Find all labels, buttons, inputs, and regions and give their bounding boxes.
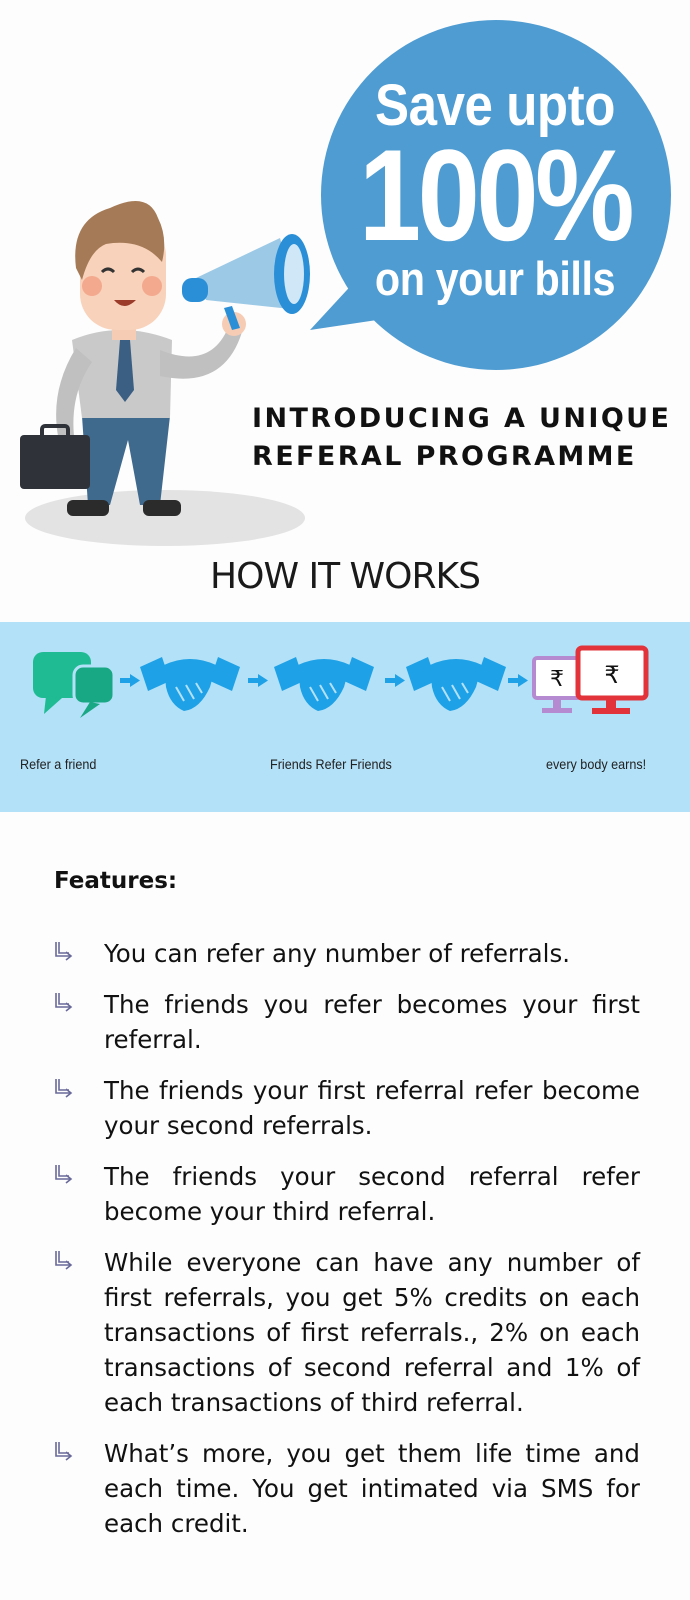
- hand-drawn-arrow-icon: [55, 1442, 73, 1461]
- step-label-refer: Refer a friend: [20, 756, 97, 772]
- feature-text: You can refer any number of referrals.: [104, 939, 571, 968]
- bubble-line-bills: on your bills: [374, 252, 616, 305]
- how-it-works-title: HOW IT WORKS: [210, 556, 481, 597]
- feature-item: The friends you refer becomes your first…: [0, 987, 690, 1057]
- step-label-earns: every body earns!: [546, 756, 647, 772]
- hand-drawn-arrow-icon: [55, 1079, 73, 1098]
- features-list: You can refer any number of referrals. T…: [0, 936, 690, 1557]
- feature-item: While everyone can have any number of fi…: [0, 1245, 690, 1420]
- features-title: Features:: [54, 868, 178, 894]
- process-diagram: ₹ ₹: [33, 645, 649, 718]
- rupee-symbol-small: ₹: [550, 667, 564, 692]
- hand-drawn-arrow-icon: [55, 1165, 73, 1184]
- hand-drawn-arrow-icon: [55, 942, 73, 961]
- feature-item: What’s more, you get them life time and …: [0, 1436, 690, 1541]
- feature-text: The friends your first referral refer be…: [104, 1076, 640, 1140]
- speech-bubble: [310, 20, 671, 370]
- arrow-icon: [120, 674, 140, 687]
- arrow-icon: [248, 674, 268, 687]
- feature-item: The friends your second referral refer b…: [0, 1159, 690, 1229]
- hero-section: Save upto 100% on your bills: [0, 0, 690, 560]
- intro-heading: INTRODUCING A UNIQUE REFERAL PROGRAMME: [252, 400, 672, 476]
- feature-item: You can refer any number of referrals.: [0, 936, 690, 971]
- hand-drawn-arrow-icon: [55, 1251, 73, 1270]
- feature-text: While everyone can have any number of fi…: [104, 1248, 640, 1417]
- feature-text: What’s more, you get them life time and …: [104, 1439, 640, 1538]
- intro-line-1: INTRODUCING A UNIQUE: [252, 403, 672, 434]
- how-it-works-band: ₹ ₹ Refer a friend Friends Refer Friends…: [0, 622, 690, 812]
- monitors-rupee-icon: [532, 645, 649, 714]
- businessman-megaphone-illustration: [20, 200, 310, 546]
- handshake-icon: [406, 657, 506, 711]
- step-label-friends: Friends Refer Friends: [270, 756, 392, 772]
- bubble-line-percent: 100%: [358, 122, 635, 268]
- handshake-icon: [274, 657, 374, 711]
- bubble-headline: Save upto 100% on your bills: [330, 72, 660, 308]
- feature-item: The friends your first referral refer be…: [0, 1073, 690, 1143]
- handshake-icon: [140, 657, 240, 711]
- rupee-symbol-large: ₹: [604, 661, 619, 689]
- intro-line-2: REFERAL PROGRAMME: [252, 441, 637, 472]
- arrow-icon: [508, 674, 528, 687]
- feature-text: The friends your second referral refer b…: [104, 1162, 640, 1226]
- feature-text: The friends you refer becomes your first…: [104, 990, 640, 1054]
- hand-drawn-arrow-icon: [55, 993, 73, 1012]
- arrow-icon: [385, 674, 405, 687]
- chat-bubbles-icon: [33, 652, 116, 718]
- bubble-line-save: Save upto: [375, 73, 615, 138]
